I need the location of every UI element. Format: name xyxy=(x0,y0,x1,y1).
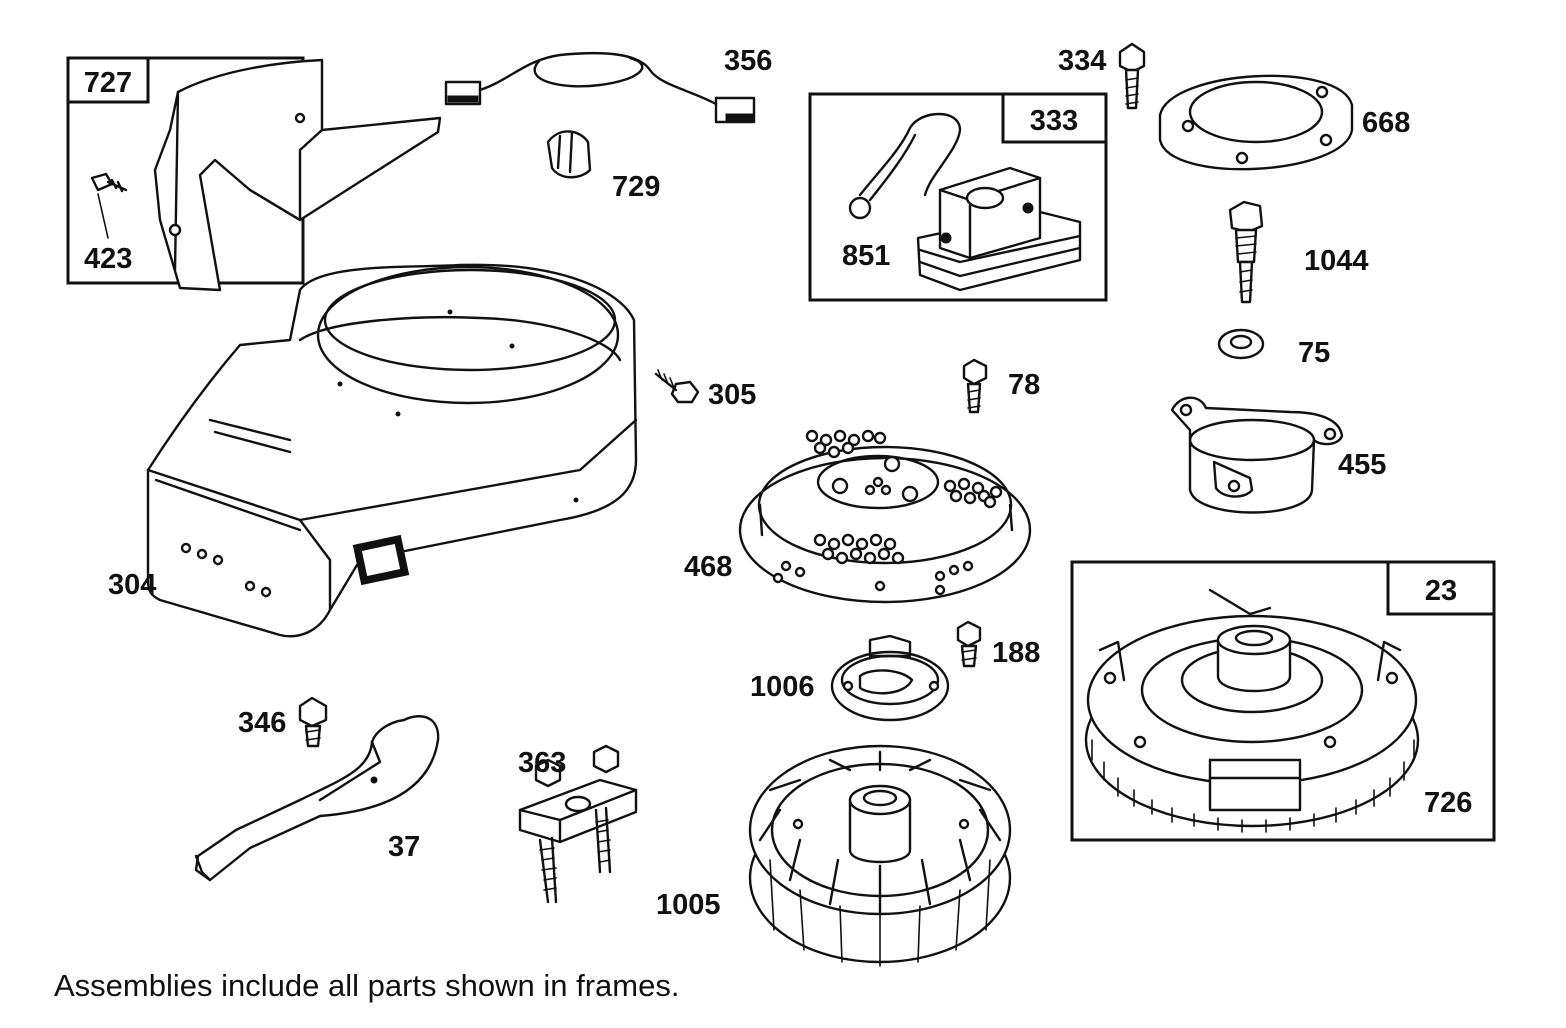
frame-333: 333 xyxy=(808,92,1108,302)
screw-part-78: 78 xyxy=(962,358,1040,414)
ratchet-part-1006: 1006 xyxy=(750,634,950,722)
frame-727-label: 727 xyxy=(84,67,132,99)
adapter-plate-part-668: 668 xyxy=(1158,74,1410,171)
rotating-screen-part-468: 468 xyxy=(684,429,1032,604)
label-726: 726 xyxy=(1424,787,1472,819)
label-188: 188 xyxy=(992,637,1040,669)
screw-part-305: 305 xyxy=(654,369,756,411)
label-304: 304 xyxy=(108,569,156,601)
label-75: 75 xyxy=(1298,337,1330,369)
footnote: Assemblies include all parts shown in fr… xyxy=(54,968,680,1003)
label-668: 668 xyxy=(1362,107,1410,139)
air-guide-part-727 xyxy=(153,58,442,292)
flywheel-part-726: 726 xyxy=(1084,588,1472,833)
grommet-part-729: 729 xyxy=(546,130,660,203)
label-305: 305 xyxy=(708,379,756,411)
air-guide-part-37: 37 xyxy=(194,715,440,882)
label-729: 729 xyxy=(612,171,660,203)
blower-housing-part-304: 304 xyxy=(108,263,638,638)
nut-part-1044: 1044 xyxy=(1228,200,1369,304)
label-423: 423 xyxy=(84,243,132,275)
cup-part-455: 455 xyxy=(1170,396,1386,514)
washer-part-75: 75 xyxy=(1217,328,1330,369)
label-468: 468 xyxy=(684,551,732,583)
label-356: 356 xyxy=(724,45,772,77)
label-334: 334 xyxy=(1058,45,1106,77)
screen-perforations xyxy=(772,429,1003,596)
label-346: 346 xyxy=(238,707,286,739)
screw-part-423: 423 xyxy=(84,172,132,275)
label-78: 78 xyxy=(1008,369,1040,401)
screw-part-346: 346 xyxy=(238,696,328,748)
frame-23: 23 xyxy=(1070,560,1496,842)
label-851: 851 xyxy=(842,240,890,272)
bolt-part-334: 334 xyxy=(1058,42,1146,110)
label-455: 455 xyxy=(1338,449,1386,481)
bracket-part-363: 363 xyxy=(518,744,638,904)
label-37: 37 xyxy=(388,831,420,863)
label-1006: 1006 xyxy=(750,671,815,703)
fan-part-1005: 1005 xyxy=(656,744,1012,967)
frame-23-label: 23 xyxy=(1425,575,1457,607)
armature-part-851: 851 xyxy=(842,112,1082,292)
screw-part-188: 188 xyxy=(956,620,1040,669)
label-1005: 1005 xyxy=(656,889,721,921)
ground-wire-part-356: 356 xyxy=(444,45,772,124)
label-363: 363 xyxy=(518,747,566,779)
frame-333-label: 333 xyxy=(1030,105,1078,137)
label-1044: 1044 xyxy=(1304,245,1369,277)
